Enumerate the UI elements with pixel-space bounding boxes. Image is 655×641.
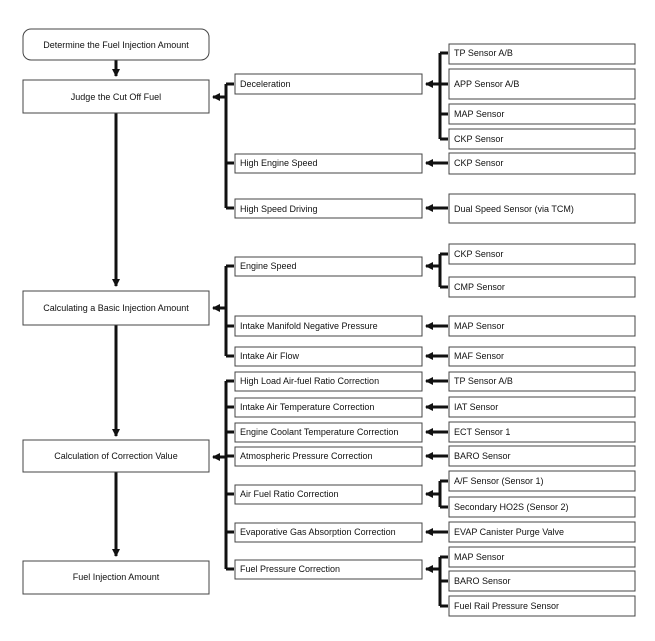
condition-label: Air Fuel Ratio Correction xyxy=(240,489,339,499)
sensor-label: ECT Sensor 1 xyxy=(454,427,510,437)
condition-atmospheric: Atmospheric Pressure Correction xyxy=(234,446,423,467)
condition-label: High Engine Speed xyxy=(240,158,318,168)
condition-engine-speed: Engine Speed xyxy=(234,256,423,277)
condition-label: Fuel Pressure Correction xyxy=(240,564,340,574)
sensor-tp: TP Sensor A/B xyxy=(448,43,636,65)
sensors: TP Sensor A/B APP Sensor A/B MAP Sensor … xyxy=(448,43,636,617)
sensor-label: MAP Sensor xyxy=(454,321,504,331)
sensor-label: A/F Sensor (Sensor 1) xyxy=(454,476,544,486)
connectors xyxy=(112,51,448,608)
sensor-maf: MAF Sensor xyxy=(448,346,636,367)
determine-fuel-injection-box: Determine the Fuel Injection Amount xyxy=(22,28,210,61)
condition-label: Deceleration xyxy=(240,79,291,89)
condition-label: Engine Speed xyxy=(240,261,297,271)
condition-label: High Load Air-fuel Ratio Correction xyxy=(240,376,379,386)
sensor-label: BARO Sensor xyxy=(454,451,511,461)
determine-fuel-injection-label: Determine the Fuel Injection Amount xyxy=(43,40,189,50)
sensor-cmp: CMP Sensor xyxy=(448,276,636,298)
condition-deceleration: Deceleration xyxy=(234,73,423,95)
sensor-label: CKP Sensor xyxy=(454,158,503,168)
sensor-label: TP Sensor A/B xyxy=(454,376,513,386)
sensor-evap: EVAP Canister Purge Valve xyxy=(448,521,636,543)
sensor-fuel-rail: Fuel Rail Pressure Sensor xyxy=(448,595,636,617)
sensor-app: APP Sensor A/B xyxy=(448,68,636,100)
correction-value-box: Calculation of Correction Value xyxy=(22,439,210,473)
conditions: Deceleration High Engine Speed High Spee… xyxy=(234,73,423,580)
basic-injection-label: Calculating a Basic Injection Amount xyxy=(43,303,189,313)
sensor-label: Fuel Rail Pressure Sensor xyxy=(454,601,559,611)
sensor-map: MAP Sensor xyxy=(448,103,636,125)
condition-intake-air-flow: Intake Air Flow xyxy=(234,346,423,367)
condition-coolant-temp: Engine Coolant Temperature Correction xyxy=(234,422,423,443)
condition-label: Intake Air Flow xyxy=(240,351,300,361)
sensor-label: APP Sensor A/B xyxy=(454,79,519,89)
condition-label: Evaporative Gas Absorption Correction xyxy=(240,527,396,537)
sensor-label: IAT Sensor xyxy=(454,402,498,412)
condition-fuel-pressure: Fuel Pressure Correction xyxy=(234,559,423,580)
sensor-ckp-engine-speed: CKP Sensor xyxy=(448,243,636,265)
sensor-map-fuel: MAP Sensor xyxy=(448,546,636,568)
sensor-label: EVAP Canister Purge Valve xyxy=(454,527,564,537)
main-steps: Determine the Fuel Injection Amount Judg… xyxy=(22,28,210,595)
condition-label: Intake Air Temperature Correction xyxy=(240,402,374,412)
sensor-label: Secondary HO2S (Sensor 2) xyxy=(454,502,569,512)
sensor-label: MAP Sensor xyxy=(454,552,504,562)
condition-evaporative: Evaporative Gas Absorption Correction xyxy=(234,522,423,543)
injection-amount-label: Fuel Injection Amount xyxy=(73,572,160,582)
sensor-tp-high-load: TP Sensor A/B xyxy=(448,371,636,392)
sensor-baro: BARO Sensor xyxy=(448,445,636,467)
correction-value-label: Calculation of Correction Value xyxy=(54,451,177,461)
sensor-map-manifold: MAP Sensor xyxy=(448,315,636,337)
sensor-ckp-high-speed: CKP Sensor xyxy=(448,152,636,175)
sensor-ho2s: Secondary HO2S (Sensor 2) xyxy=(448,496,636,518)
sensor-ckp: CKP Sensor xyxy=(448,128,636,150)
condition-high-engine-speed: High Engine Speed xyxy=(234,153,423,174)
judge-cut-off-box: Judge the Cut Off Fuel xyxy=(22,79,210,114)
condition-air-fuel-ratio: Air Fuel Ratio Correction xyxy=(234,484,423,505)
condition-high-speed-driving: High Speed Driving xyxy=(234,198,423,219)
sensor-dual-speed: Dual Speed Sensor (via TCM) xyxy=(448,193,636,224)
condition-label: High Speed Driving xyxy=(240,204,318,214)
sensor-label: Dual Speed Sensor (via TCM) xyxy=(454,204,574,214)
sensor-label: CMP Sensor xyxy=(454,282,505,292)
injection-amount-box: Fuel Injection Amount xyxy=(22,560,210,595)
sensor-label: MAP Sensor xyxy=(454,109,504,119)
judge-cut-off-label: Judge the Cut Off Fuel xyxy=(71,92,161,102)
condition-label: Atmospheric Pressure Correction xyxy=(240,451,373,461)
condition-intake-air-temp: Intake Air Temperature Correction xyxy=(234,397,423,418)
condition-label: Engine Coolant Temperature Correction xyxy=(240,427,398,437)
sensor-baro-fuel: BARO Sensor xyxy=(448,570,636,592)
sensor-label: BARO Sensor xyxy=(454,576,511,586)
condition-high-load-afr: High Load Air-fuel Ratio Correction xyxy=(234,371,423,392)
basic-injection-box: Calculating a Basic Injection Amount xyxy=(22,290,210,326)
sensor-label: CKP Sensor xyxy=(454,134,503,144)
sensor-label: CKP Sensor xyxy=(454,249,503,259)
condition-label: Intake Manifold Negative Pressure xyxy=(240,321,378,331)
sensor-label: TP Sensor A/B xyxy=(454,48,513,58)
sensor-ect: ECT Sensor 1 xyxy=(448,421,636,443)
sensor-af: A/F Sensor (Sensor 1) xyxy=(448,470,636,492)
sensor-label: MAF Sensor xyxy=(454,351,504,361)
condition-intake-manifold: Intake Manifold Negative Pressure xyxy=(234,315,423,337)
sensor-iat: IAT Sensor xyxy=(448,396,636,418)
